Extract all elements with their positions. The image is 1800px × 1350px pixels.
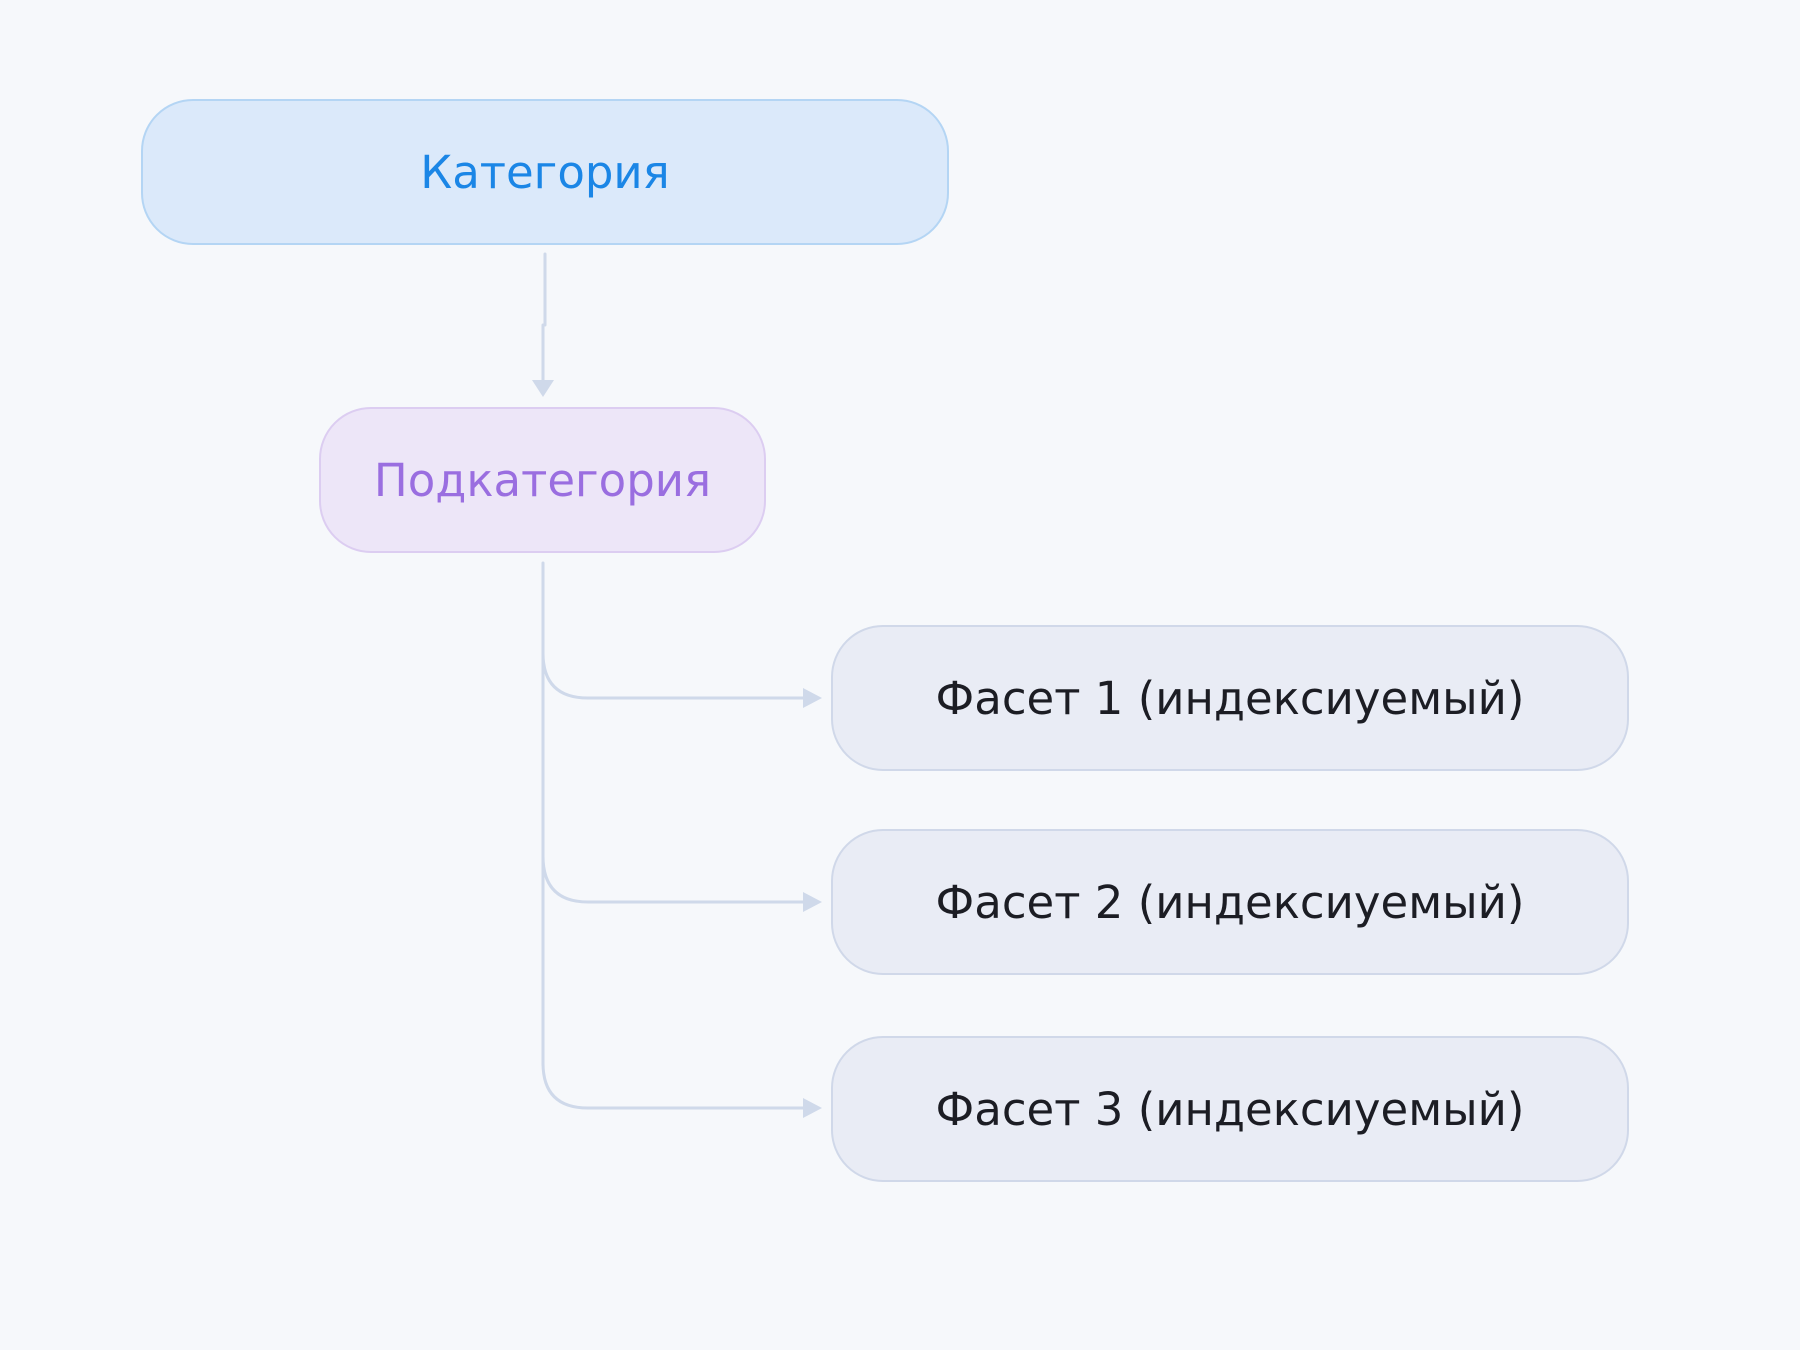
connector-to-facet-1 bbox=[541, 651, 808, 700]
facet-node-3: Фасет 3 (индексиуемый) bbox=[831, 1036, 1629, 1182]
subcategory-label: Подкатегория bbox=[373, 453, 712, 507]
arrowhead-to-facet-2 bbox=[803, 892, 822, 912]
connector-to-facet-2 bbox=[541, 854, 808, 904]
facet-label-1: Фасет 1 (индексиуемый) bbox=[935, 671, 1525, 725]
arrowhead-to-subcategory bbox=[532, 380, 554, 397]
facet-label-2: Фасет 2 (индексиуемый) bbox=[935, 875, 1525, 929]
facet-label-3: Фасет 3 (индексиуемый) bbox=[935, 1082, 1525, 1136]
arrowhead-to-facet-1 bbox=[803, 688, 822, 708]
facet-node-1: Фасет 1 (индексиуемый) bbox=[831, 625, 1629, 771]
category-label: Категория bbox=[420, 145, 670, 199]
category-node: Категория bbox=[141, 99, 949, 245]
connector-to-facet-3 bbox=[541, 1061, 808, 1110]
connector-category-to-subcategory bbox=[541, 252, 547, 390]
facet-node-2: Фасет 2 (индексиуемый) bbox=[831, 829, 1629, 975]
subcategory-node: Подкатегория bbox=[319, 407, 766, 553]
arrowhead-to-facet-3 bbox=[803, 1098, 822, 1118]
